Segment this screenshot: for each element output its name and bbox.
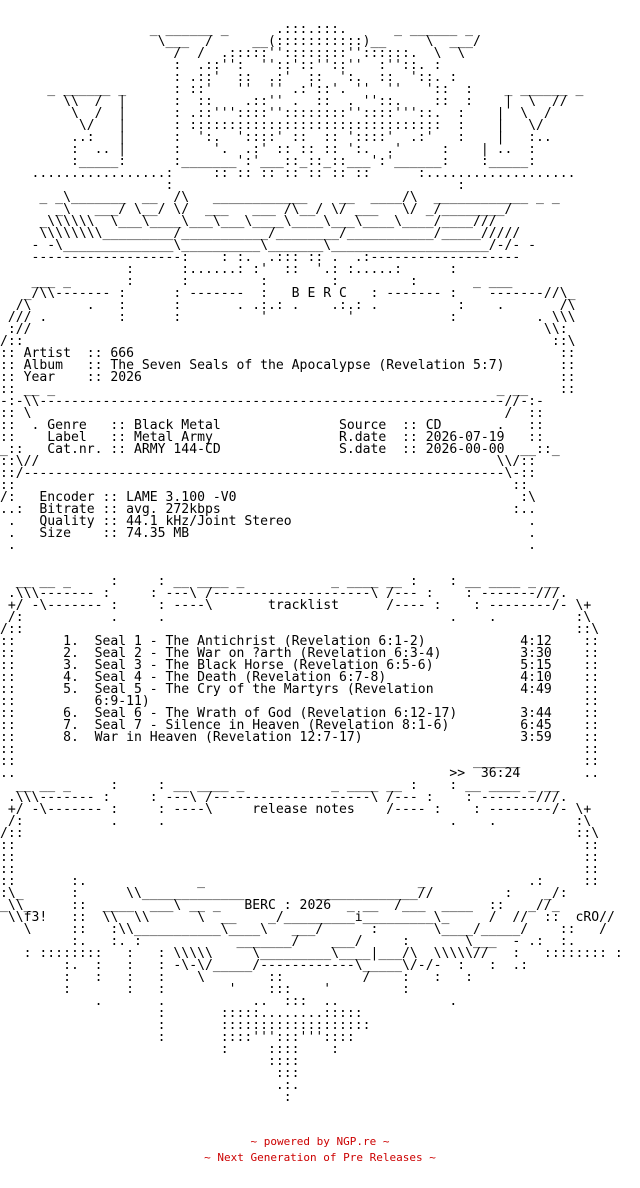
nfo-line: ..: | : ':. '::::' :: :: '::::' .:' : | … <box>0 130 552 145</box>
nfo-line: .\\\------- : : ---\ /------------------… <box>0 790 568 805</box>
nfo-line: \\\\\\\\_________/___________/________/_… <box>0 226 521 241</box>
nfo-line: :: 2. Seal 2 - The War on ?arth (Revelat… <box>0 646 600 661</box>
nfo-line: : :::: : <box>0 1042 339 1057</box>
nfo-line: : :......: :' :: '.: :.....: : <box>0 262 458 277</box>
nfo-footer: ~ powered by NGP.re ~ ~ Next Generation … <box>0 1134 640 1166</box>
nfo-line: .:. <box>0 1078 300 1093</box>
nfo-line: /:: ::\ <box>0 826 600 841</box>
nfo-line: ::: <box>0 1066 300 1081</box>
nfo-line: : :::::::: : : \\\\\ \_________\____|___… <box>0 946 623 961</box>
nfo-line: +/ -\------- : : ----\ release notes /--… <box>0 802 592 817</box>
nfo-line: : .. | : '. .:' :: :: :: ':. .' : | .. : <box>0 142 537 157</box>
nfo-line: : ::::::::::::::::::: <box>0 1018 371 1033</box>
nfo-line: ::\// \\/:: <box>0 454 537 469</box>
nfo-line: -------------------: : :. .::: :: . .:--… <box>0 250 521 265</box>
nfo-line: \\f3! :: \\ \\ \ __ _/_________i________… <box>0 910 615 925</box>
nfo-line: /: Encoder :: LAME 3.100 -V0 :\ <box>0 490 537 505</box>
nfo-line: /\ . : : . .:.: . .:.: . : . /\ <box>0 298 576 313</box>
footer-tagline: ~ Next Generation of Pre Releases ~ <box>204 1151 436 1164</box>
nfo-line: :: \ / :: <box>0 406 544 421</box>
nfo-line: /:: ::\ <box>0 622 600 637</box>
nfo-line: : : <box>0 178 466 193</box>
nfo-line: :. : : : -\-\/_____/------------\_____\/… <box>0 958 529 973</box>
nfo-line: :: 5. Seal 5 - The Cry of the Martyrs (R… <box>0 682 600 697</box>
nfo-line: :: 3. Seal 3 - The Black Horse (Revelati… <box>0 658 600 673</box>
nfo-line: /: . . . . :\ <box>0 610 592 625</box>
nfo-line: :: :: <box>0 850 600 865</box>
nfo-line: : <box>0 1090 292 1104</box>
nfo-line: :: __ _ _ __ :: <box>0 382 576 397</box>
nfo-line: _ _\_______ __ /\ ____________ __ ____/\… <box>0 190 560 205</box>
nfo-line: :: . Genre :: Black Metal Source :: CD .… <box>0 418 544 433</box>
nfo-line: \/ | : :::::::::::::::::::::::::::::::: … <box>0 118 544 133</box>
nfo-line: : : : ' ::: ' : <box>0 982 410 997</box>
nfo-line: \ / | : .::'''::::''::::::::''::::'''::.… <box>0 106 552 121</box>
nfo-line: :: :: <box>0 862 600 877</box>
nfo-line: :: ______ :: <box>0 754 600 769</box>
nfo-line: .................: :: :: :: :: :: :: :: … <box>0 166 576 181</box>
nfo-line: :: Label :: Metal Army R.date :: 2026-07… <box>0 430 544 445</box>
nfo-line: . Quality :: 44.1 kHz/Joint Stereo . <box>0 514 537 529</box>
nfo-line: _\\\\\\ \___\____\___\___\____\____\___\… <box>0 214 497 229</box>
nfo-line: :: Artist :: 666 :: <box>0 346 576 361</box>
nfo-line: : ::::''':::''':::: <box>0 1030 355 1045</box>
nfo-line: :: 6:9-11) :: <box>0 694 600 709</box>
nfo-line: :// \\: <box>0 322 568 337</box>
nfo-line: :: :. _ _ .: :: <box>0 874 600 889</box>
nfo-line: :. :. : _______/ ___/ : \___ - .: :. <box>0 934 576 949</box>
nfo-line: \\ / | : :: .::'' . :: . ''::. :: : | \ … <box>0 94 568 109</box>
footer-powered-by: ~ powered by NGP.re ~ <box>250 1135 390 1148</box>
nfo-line: __ __ _ : : __ ____ _ _ ____ __ : : __ _… <box>0 574 560 589</box>
nfo-line: +/ -\------- : : ----\ tracklist /---- :… <box>0 598 592 613</box>
nfo-line: :: :: <box>0 742 600 757</box>
nfo-line: _ ______ _ : ::' '' '' .:'::'. '' '' '::… <box>0 82 584 97</box>
nfo-line: \ :: :\\___________\____\ ___/ : \____/_… <box>0 922 607 937</box>
nfo-line: :_____: :_______':'___::_::_::___':'____… <box>0 154 537 169</box>
nfo-text-art: _ ______ _ .:::.:::. _ ______ _ \___ / _… <box>0 24 640 1104</box>
nfo-line: :::: <box>0 1054 300 1069</box>
nfo-line: :: Album :: The Seven Seals of the Apoca… <box>0 358 576 373</box>
nfo-line: : :::::........::::: <box>0 1006 363 1021</box>
nfo-line: /// . : : ' ' : . \\\ <box>0 310 576 325</box>
nfo-line: .. >> 36:24 .. <box>0 766 600 781</box>
nfo-line: . . .. ::: .. . <box>0 994 458 1009</box>
nfo-line: _\\_ :: ____ ___\ __ _ BERC : 2026 _ __ … <box>0 898 560 913</box>
nfo-line: _:: Cat.nr. :: ARMY 144-CD S.date :: 202… <box>0 442 560 457</box>
nfo-line: :: 4. Seal 4 - The Death (Revelation 6:7… <box>0 670 600 685</box>
nfo-line: _\ ___/ \__/ \/ ___ ___ /\__/ \/ ___ \/ … <box>0 202 513 217</box>
nfo-line: ::/-------------------------------------… <box>0 466 537 481</box>
nfo-line: :: 7. Seal 7 - Silence in Heaven (Revela… <box>0 718 600 733</box>
nfo-line: \___ / __(:::::::::::)__ \ ___/ <box>0 34 481 49</box>
nfo-line: -:-\\-----------------------------------… <box>0 394 544 409</box>
nfo-line: _ ______ _ .:::.:::. _ ______ _ <box>0 24 473 37</box>
nfo-line: _/\\------- : : ------- : B E R C : ----… <box>0 286 576 301</box>
nfo-line: .\\\------- : : ---\ /------------------… <box>0 586 568 601</box>
nfo-line: __ __ _ : : __ ____ _ _ ____ __ : : __ _… <box>0 778 560 793</box>
nfo-line: :: Year :: 2026 :: <box>0 370 576 385</box>
nfo-line: :: 8. War in Heaven (Revelation 12:7-17)… <box>0 730 600 745</box>
nfo-line: : .::' :: .:' :: ':. :: '::. : <box>0 70 458 85</box>
nfo-line: : : : : \ :: / : : : <box>0 970 473 985</box>
nfo-line: / / .:::::''::::::::''::::::. \ \ <box>0 46 466 61</box>
nfo-line: /: . . . . :\ <box>0 814 592 829</box>
nfo-line: /:: ::\ <box>0 334 576 349</box>
nfo-line: : .::'': ''::'::''::'' :''::. : <box>0 58 442 73</box>
nfo-line: :: :: <box>0 478 529 493</box>
nfo-line: :: 1. Seal 1 - The Antichrist (Revelatio… <box>0 634 600 649</box>
nfo-line: :: :: <box>0 838 600 853</box>
nfo-line: . . <box>0 538 537 553</box>
nfo-line: . Size :: 74.35 MB . <box>0 526 537 541</box>
nfo-line: ___ _ : : : : : _ ___ <box>0 274 513 289</box>
nfo-line: :\_ : \\_____________ _____________// : … <box>0 886 568 901</box>
nfo-line: :: 6. Seal 6 - The Wrath of God (Revelat… <box>0 706 600 721</box>
nfo-line: - -\______________\__________\_______\__… <box>0 238 537 253</box>
nfo-line: ..: Bitrate :: avg. 272kbps :.. <box>0 502 537 517</box>
